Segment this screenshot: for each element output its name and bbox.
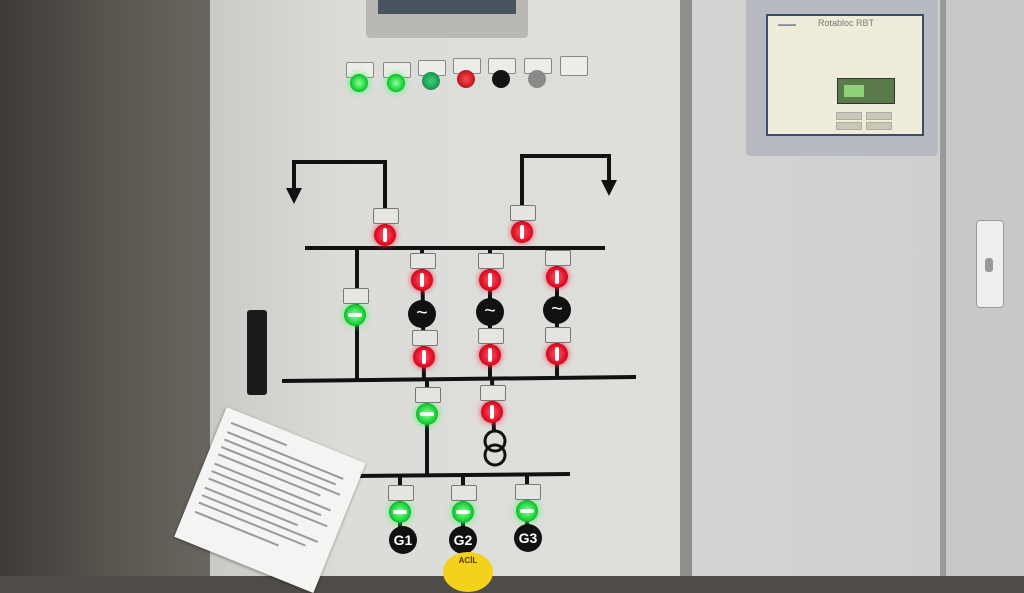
generator-label-g2: G2 xyxy=(449,526,477,554)
grey-pushbutton[interactable] xyxy=(524,58,552,88)
g3-breaker-indicator xyxy=(515,484,541,522)
rotary-machine-1-icon: ~ xyxy=(408,300,436,328)
rotary-machine-3-icon: ~ xyxy=(543,296,571,324)
panel-gap xyxy=(680,0,692,576)
g1-breaker-indicator xyxy=(388,485,414,523)
key-selector[interactable] xyxy=(560,56,588,86)
generator-label-g1: G1 xyxy=(389,526,417,554)
incomer-1-breaker-indicator xyxy=(373,208,399,246)
indicator-lamp-2 xyxy=(383,62,411,92)
top-hmi-screen[interactable] xyxy=(378,0,516,14)
indicator-lamp-1 xyxy=(346,62,374,92)
rotary-machine-2-icon: ~ xyxy=(476,298,504,326)
black-selector-switch[interactable] xyxy=(488,58,516,88)
middle-busbar xyxy=(281,375,637,383)
key-slot-icon xyxy=(985,258,993,272)
left-feeder-line xyxy=(292,160,387,225)
incomer-2-breaker-indicator xyxy=(510,205,536,243)
transformer-breaker-indicator xyxy=(480,385,506,423)
transformer-icon xyxy=(483,429,507,467)
g2-breaker-indicator xyxy=(451,485,477,523)
hmi-button-4[interactable] xyxy=(866,122,892,130)
green-pushbutton[interactable] xyxy=(418,60,446,90)
hmi-logo: ▬▬▬ xyxy=(778,22,796,28)
motor-2-lower-breaker-indicator xyxy=(478,328,504,366)
emergency-stop-label: ACİL xyxy=(458,556,478,565)
right-feeder-line xyxy=(520,154,611,222)
bus-tie-breaker-indicator xyxy=(343,288,369,326)
motor-1-upper-breaker-indicator xyxy=(410,253,436,291)
motor-3-lower-breaker-indicator xyxy=(545,327,571,365)
background-wall xyxy=(0,0,215,576)
generator-busbar xyxy=(354,472,571,478)
motor-2-upper-breaker-indicator xyxy=(478,253,504,291)
hmi-button-2[interactable] xyxy=(866,112,892,120)
generator-label-g3: G3 xyxy=(514,524,542,552)
emergency-stop-button[interactable]: ACİL xyxy=(443,552,493,592)
panel-gap-2 xyxy=(940,0,946,576)
hmi-button-1[interactable] xyxy=(836,112,862,120)
generator-feed-breaker-indicator xyxy=(415,387,441,425)
left-arrow-icon xyxy=(286,188,302,204)
motor-1-lower-breaker-indicator xyxy=(412,330,438,368)
red-pushbutton[interactable] xyxy=(453,58,481,88)
door-handle[interactable] xyxy=(247,310,267,395)
hmi-screen-title: Rotabloc RBT xyxy=(818,18,875,28)
hmi-button-3[interactable] xyxy=(836,122,862,130)
machine-diagram-image xyxy=(837,78,895,104)
right-arrow-icon xyxy=(601,180,617,196)
motor-3-upper-breaker-indicator xyxy=(545,250,571,288)
